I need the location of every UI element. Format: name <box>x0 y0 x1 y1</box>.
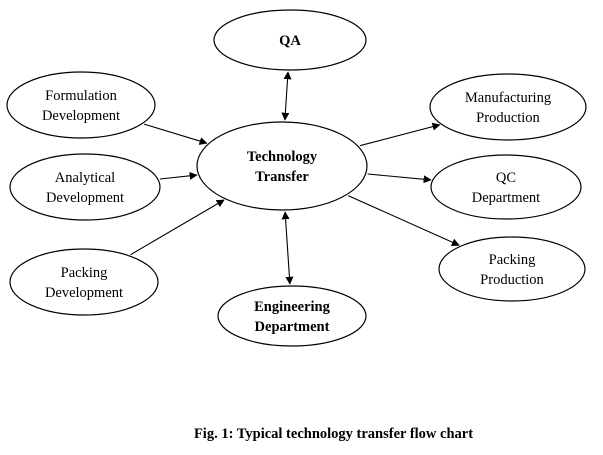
node-qa: QA <box>213 9 367 71</box>
edge-qa-to-tech-transfer <box>281 71 292 121</box>
node-ellipse-manufacturing <box>429 73 587 141</box>
node-label-manufacturing-1: Manufacturing <box>465 90 551 106</box>
edge-tech-transfer-to-qc <box>367 173 432 184</box>
node-label-manufacturing-2: Production <box>476 110 540 126</box>
node-ellipse-tech-transfer <box>196 121 368 211</box>
node-label-packing-prod-1: Packing <box>489 252 536 268</box>
node-label-engineering-1: Engineering <box>254 299 330 315</box>
node-label-tech-transfer-1: Technology <box>247 149 318 165</box>
node-label-packing-dev-2: Development <box>45 285 123 301</box>
node-label-qc-2: Department <box>472 190 540 206</box>
node-qc: QC Department <box>430 154 582 220</box>
node-ellipse-packing-dev <box>9 248 159 316</box>
node-label-formulation-2: Development <box>42 108 120 124</box>
figure-caption: Fig. 1: Typical technology transfer flow… <box>193 426 474 442</box>
node-ellipse-analytical <box>9 153 161 221</box>
node-ellipse-engineering <box>217 285 367 347</box>
node-label-formulation-1: Formulation <box>45 88 117 104</box>
nodes-layer: QAFormulationDevelopmentAnalyticalDevelo… <box>6 9 587 347</box>
edge-analytical-to-tech-transfer <box>159 171 198 180</box>
edge-packing-dev-to-tech-transfer <box>130 199 225 256</box>
node-label-packing-prod-2: Production <box>480 272 544 288</box>
node-label-analytical-2: Development <box>46 190 124 206</box>
node-label-analytical-1: Analytical <box>55 170 115 186</box>
edge-tech-transfer-to-packing-prod <box>347 195 460 247</box>
node-label-packing-dev-1: Packing <box>61 265 108 281</box>
edge-engineering-to-tech-transfer <box>281 211 294 285</box>
node-ellipse-packing-prod <box>438 236 586 302</box>
node-label-tech-transfer-2: Transfer <box>255 169 309 185</box>
node-ellipse-qc <box>430 154 582 220</box>
node-ellipse-qa <box>213 9 367 71</box>
node-ellipse-formulation <box>6 71 156 139</box>
node-label-engineering-2: Department <box>255 319 330 335</box>
edge-tech-transfer-to-manufacturing <box>359 122 441 147</box>
edges-layer <box>130 71 460 285</box>
node-label-qa-1: QA <box>279 33 301 49</box>
node-label-qc-1: QC <box>496 170 516 186</box>
edge-formulation-to-tech-transfer <box>143 123 208 145</box>
